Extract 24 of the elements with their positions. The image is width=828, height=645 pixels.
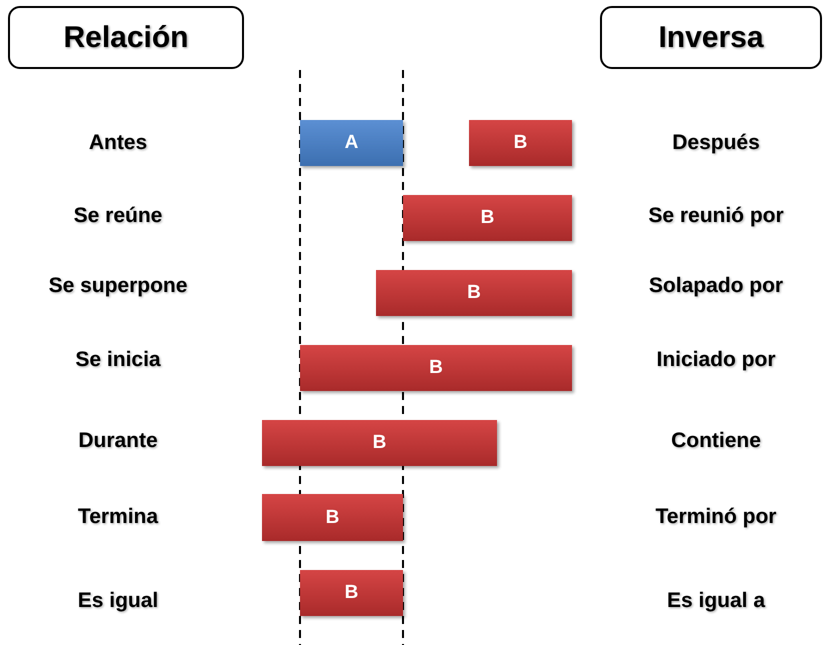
inverse-relation-label: Solapado por (648, 274, 784, 298)
relation-label: Antes (88, 131, 148, 155)
heading-box: Inversa (600, 6, 822, 69)
relation-label: Se superpone (48, 274, 188, 298)
interval-bar: B (469, 120, 572, 166)
inverse-relation-label: Se reunió por (648, 204, 784, 228)
interval-bar: B (376, 270, 572, 316)
relation-label: Durante (78, 429, 158, 453)
interval-bar: B (300, 345, 572, 391)
relation-label: Es igual (78, 589, 158, 613)
heading-box: Relación (8, 6, 244, 69)
interval-bar: B (262, 494, 403, 541)
interval-bar: B (262, 420, 497, 466)
inverse-relation-label: Después (672, 131, 760, 155)
inverse-relation-label: Es igual a (666, 589, 766, 613)
inverse-relation-label: Contiene (671, 429, 761, 453)
interval-bar: B (403, 195, 572, 241)
relation-label: Se inicia (75, 348, 161, 372)
inverse-relation-label: Iniciado por (656, 348, 776, 372)
interval-bar: B (300, 570, 403, 616)
relation-label: Termina (78, 505, 158, 529)
interval-bar: A (300, 120, 403, 166)
relation-label: Se reúne (74, 204, 162, 228)
inverse-relation-label: Terminó por (656, 505, 776, 529)
